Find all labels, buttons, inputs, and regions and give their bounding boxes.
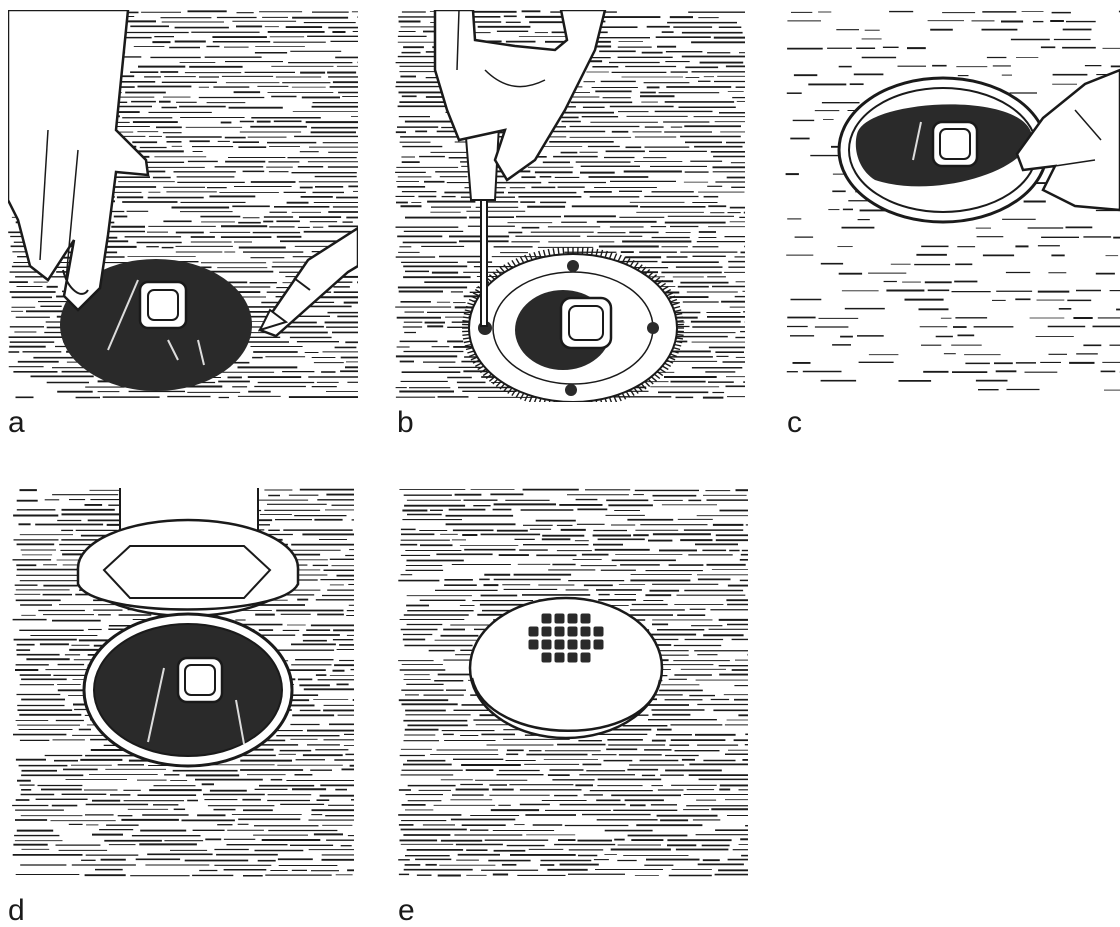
grate-hole bbox=[581, 627, 591, 637]
panel-label: a bbox=[8, 408, 25, 438]
screwdriver-shaft bbox=[481, 190, 487, 326]
grate-hole bbox=[529, 627, 539, 637]
panel-a: a bbox=[8, 10, 358, 402]
panel-b: b bbox=[395, 10, 745, 402]
grate-hole bbox=[568, 653, 578, 663]
grate-hole bbox=[529, 640, 539, 650]
hand bbox=[435, 10, 605, 180]
grate-hole bbox=[581, 614, 591, 624]
grate-hole bbox=[542, 614, 552, 624]
grate-hole bbox=[594, 627, 604, 637]
panel-label: c bbox=[787, 408, 802, 438]
grate-hole bbox=[594, 640, 604, 650]
grate-hole bbox=[555, 653, 565, 663]
screwdriver-drain-flange-illustration bbox=[395, 10, 745, 402]
grate-hole bbox=[568, 614, 578, 624]
pipe-square bbox=[140, 282, 186, 328]
grate-hole bbox=[542, 653, 552, 663]
panel-d: d bbox=[12, 488, 354, 878]
grate-hole bbox=[568, 640, 578, 650]
drain-grate bbox=[470, 598, 662, 738]
pencil-trace-drain-outline-illustration bbox=[8, 10, 358, 402]
panel-c: c bbox=[785, 10, 1120, 395]
grate-hole bbox=[555, 640, 565, 650]
grate-hole bbox=[542, 640, 552, 650]
grate-hole bbox=[581, 653, 591, 663]
grate-hole bbox=[555, 627, 565, 637]
panel-label: b bbox=[397, 408, 414, 438]
grate-hole bbox=[542, 627, 552, 637]
grate-hole bbox=[581, 640, 591, 650]
panel-e: e bbox=[398, 488, 748, 878]
grate-hole bbox=[568, 627, 578, 637]
finished-drain-grate-illustration bbox=[398, 488, 748, 878]
drain-cover-lowering-illustration bbox=[12, 488, 354, 878]
grate-hole bbox=[555, 614, 565, 624]
drain-ring-placement-illustration bbox=[785, 10, 1120, 395]
